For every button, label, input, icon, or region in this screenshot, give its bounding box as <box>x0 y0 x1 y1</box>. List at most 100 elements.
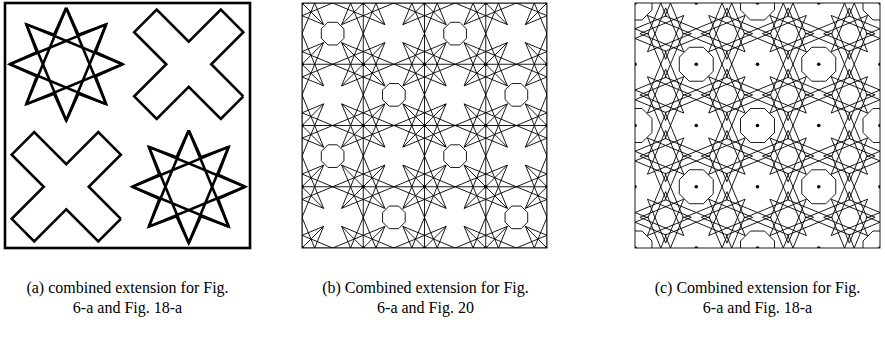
pattern-stroke <box>788 113 806 157</box>
pattern-stroke <box>363 125 394 126</box>
pattern-stroke <box>302 34 324 86</box>
figure-caption: (a) combined extension for Fig. 6-a and … <box>20 278 235 318</box>
pattern-stroke <box>665 33 683 77</box>
pattern-stroke <box>302 3 324 25</box>
pattern-node <box>361 124 365 128</box>
pattern-stroke <box>403 126 425 148</box>
pattern-stroke <box>516 165 547 187</box>
pattern-stroke <box>849 33 867 77</box>
pattern-stroke <box>525 104 547 126</box>
pattern-stroke <box>788 138 832 156</box>
pattern-stroke <box>635 94 666 112</box>
pattern-stroke <box>726 94 770 112</box>
pattern-stroke <box>363 165 385 217</box>
pattern-stroke <box>525 3 547 25</box>
pattern-stroke <box>363 217 385 248</box>
pattern-stroke <box>464 226 486 248</box>
pattern-stroke <box>635 231 652 248</box>
pattern-stroke <box>425 34 447 86</box>
pattern-stroke <box>342 34 364 86</box>
pattern-stroke <box>648 235 666 248</box>
pattern-stroke <box>302 104 324 156</box>
pattern-stroke <box>525 187 547 209</box>
pattern-stroke <box>867 217 880 235</box>
pattern-stroke <box>665 217 709 235</box>
pattern-stroke <box>788 156 832 174</box>
pattern-stroke <box>683 138 727 156</box>
pattern-stroke <box>726 77 770 95</box>
pattern-stroke <box>403 165 455 187</box>
pattern-stroke <box>363 95 385 147</box>
pattern-stroke <box>849 156 867 200</box>
pattern-stroke <box>302 226 324 248</box>
pattern-stroke <box>648 51 666 95</box>
pattern-stroke <box>425 104 447 156</box>
pattern-stroke <box>802 170 836 204</box>
pattern-stroke <box>867 77 880 95</box>
pattern-stroke <box>832 33 850 77</box>
pattern-stroke <box>342 3 364 34</box>
pattern-stroke <box>788 217 806 248</box>
pattern-stroke <box>770 33 788 77</box>
pattern-stroke <box>788 200 832 218</box>
pattern-stroke <box>525 64 547 86</box>
panel-border <box>302 3 547 248</box>
pattern-stroke <box>788 3 806 34</box>
pattern-stroke <box>486 3 508 25</box>
pattern-stroke <box>525 226 547 248</box>
pattern-stroke <box>363 226 385 248</box>
pattern-stroke <box>363 64 394 65</box>
pattern-stroke <box>788 33 832 51</box>
pattern-stroke <box>745 200 789 218</box>
pattern-stroke <box>302 43 324 65</box>
pattern-stroke <box>321 22 344 45</box>
pattern-stroke <box>648 113 666 157</box>
pattern-stroke <box>403 43 425 65</box>
pattern-stroke <box>425 3 447 25</box>
pattern-stroke <box>849 3 867 34</box>
pattern-stroke <box>486 64 508 86</box>
pattern-stroke <box>486 3 508 34</box>
pattern-stroke <box>525 226 547 248</box>
pattern-stroke <box>302 64 333 65</box>
pattern-stroke <box>648 94 666 138</box>
pattern-stroke <box>302 3 324 25</box>
pattern-stroke <box>363 34 385 86</box>
pattern-stroke <box>464 165 486 187</box>
pattern-stroke <box>863 231 880 248</box>
pattern-stroke <box>709 51 727 95</box>
pattern-stroke <box>485 3 486 34</box>
pattern-stroke <box>665 16 709 34</box>
pattern-stroke <box>849 16 880 34</box>
pattern-stroke <box>709 235 727 248</box>
pattern-stroke <box>321 145 344 168</box>
pattern-stroke <box>741 3 775 20</box>
pattern-stroke <box>403 3 425 25</box>
pattern-stroke <box>745 94 789 112</box>
pattern-stroke <box>683 94 727 112</box>
pattern-stroke <box>525 43 547 65</box>
pattern-stroke <box>403 34 425 86</box>
pattern-stroke <box>486 165 508 187</box>
pattern-stroke <box>425 126 447 148</box>
pattern-stroke <box>425 226 447 248</box>
pattern-stroke <box>485 156 486 187</box>
pattern-stroke <box>505 84 528 107</box>
pattern-node <box>817 124 821 128</box>
pattern-stroke <box>849 51 867 95</box>
pattern-stroke <box>679 47 713 81</box>
pattern-stroke <box>745 33 789 51</box>
pattern-stroke <box>726 113 744 157</box>
pattern-stroke <box>849 174 867 218</box>
pattern-stroke <box>832 113 850 157</box>
pattern-stroke <box>726 33 744 77</box>
pattern-stroke <box>333 186 364 187</box>
pattern-stroke <box>486 43 508 95</box>
pattern-stroke <box>486 217 508 248</box>
pattern-stroke <box>425 64 447 86</box>
pattern-stroke <box>302 226 324 248</box>
pattern-stroke <box>741 231 775 248</box>
pattern-stroke <box>806 138 850 156</box>
pattern-node <box>756 185 760 189</box>
pattern-stroke <box>383 84 406 107</box>
